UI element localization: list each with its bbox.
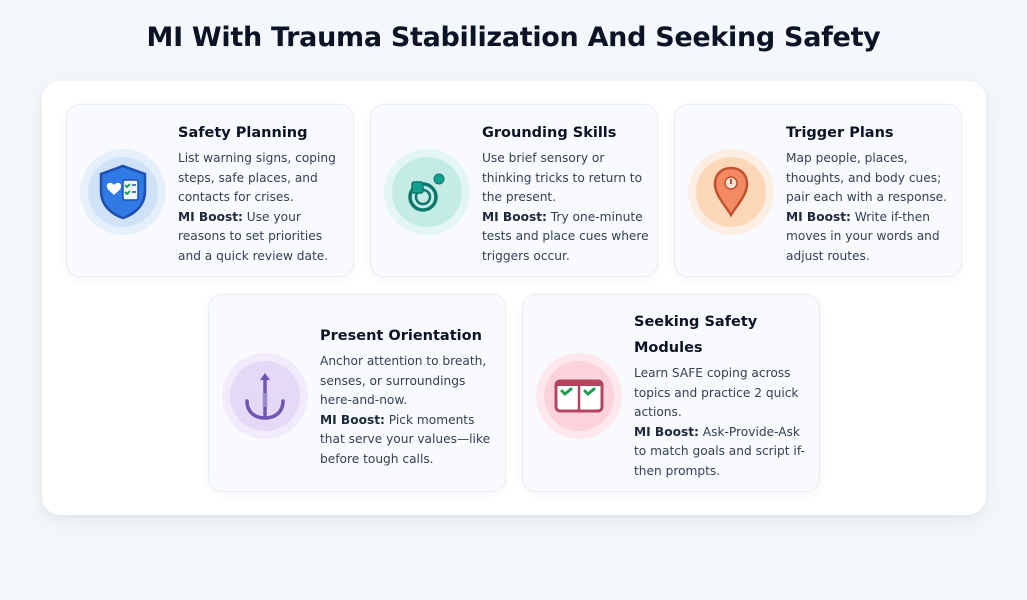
boost-label: MI Boost: <box>482 209 547 224</box>
description-text: Use brief sensory or thinking tricks to … <box>482 151 643 204</box>
grounding-circle-icon <box>408 173 445 212</box>
boost-label: MI Boost: <box>320 412 385 427</box>
boost-text: Try one-minute tests and place cues wher… <box>482 209 649 263</box>
boost-label: MI Boost: <box>634 424 699 439</box>
icon-badge <box>384 149 470 235</box>
card-safety-planning: Safety Planning List warning signs, copi… <box>66 104 354 277</box>
card-title: Grounding Skills <box>482 125 617 141</box>
boost-label: MI Boost: <box>786 209 851 224</box>
description-text: Learn SAFE coping across topics and prac… <box>634 366 799 419</box>
description-text: Anchor attention to breath, senses, or s… <box>320 354 487 407</box>
boost-text: Use your reasons to set priorities and a… <box>178 209 329 263</box>
card-description: List warning signs, coping steps, safe p… <box>178 149 344 266</box>
boost-label: MI Boost: <box>178 209 243 224</box>
icon-badge <box>222 353 308 439</box>
card-title: Trigger Plans <box>786 125 894 141</box>
boost-text: Ask-Provide-Ask to match goals and scrip… <box>634 424 805 478</box>
icon-badge <box>688 149 774 235</box>
map-pin-icon <box>713 166 749 218</box>
card-seeking-safety-modules: Seeking Safety Modules Learn SAFE coping… <box>522 294 820 492</box>
card-description: Map people, places, thoughts, and body c… <box>786 149 956 266</box>
card-title: Present Orientation <box>320 328 482 344</box>
card-title: Seeking Safety Modules <box>634 314 758 356</box>
icon-badge <box>80 149 166 235</box>
card-description: Learn SAFE coping across topics and prac… <box>634 364 808 481</box>
card-trigger-plans: Trigger Plans Map people, places, though… <box>674 104 962 277</box>
boost-text: Write if-then moves in your words and ad… <box>786 209 940 263</box>
card-title: Safety Planning <box>178 125 308 141</box>
card-description: Anchor attention to breath, senses, or s… <box>320 352 494 469</box>
card-grounding-skills: Grounding Skills Use brief sensory or th… <box>370 104 658 277</box>
description-text: List warning signs, coping steps, safe p… <box>178 151 336 204</box>
description-text: Map people, places, thoughts, and body c… <box>786 151 948 204</box>
card-present-orientation: Present Orientation Anchor attention to … <box>208 294 506 492</box>
page-title: MI With Trauma Stabilization And Seeking… <box>146 22 881 53</box>
card-description: Use brief sensory or thinking tricks to … <box>482 149 650 266</box>
open-book-checks-icon <box>554 379 604 413</box>
icon-badge <box>536 353 622 439</box>
anchor-icon <box>245 373 285 420</box>
shield-checklist-icon <box>99 164 147 220</box>
boost-text: Pick moments that serve your values—like… <box>320 412 491 466</box>
